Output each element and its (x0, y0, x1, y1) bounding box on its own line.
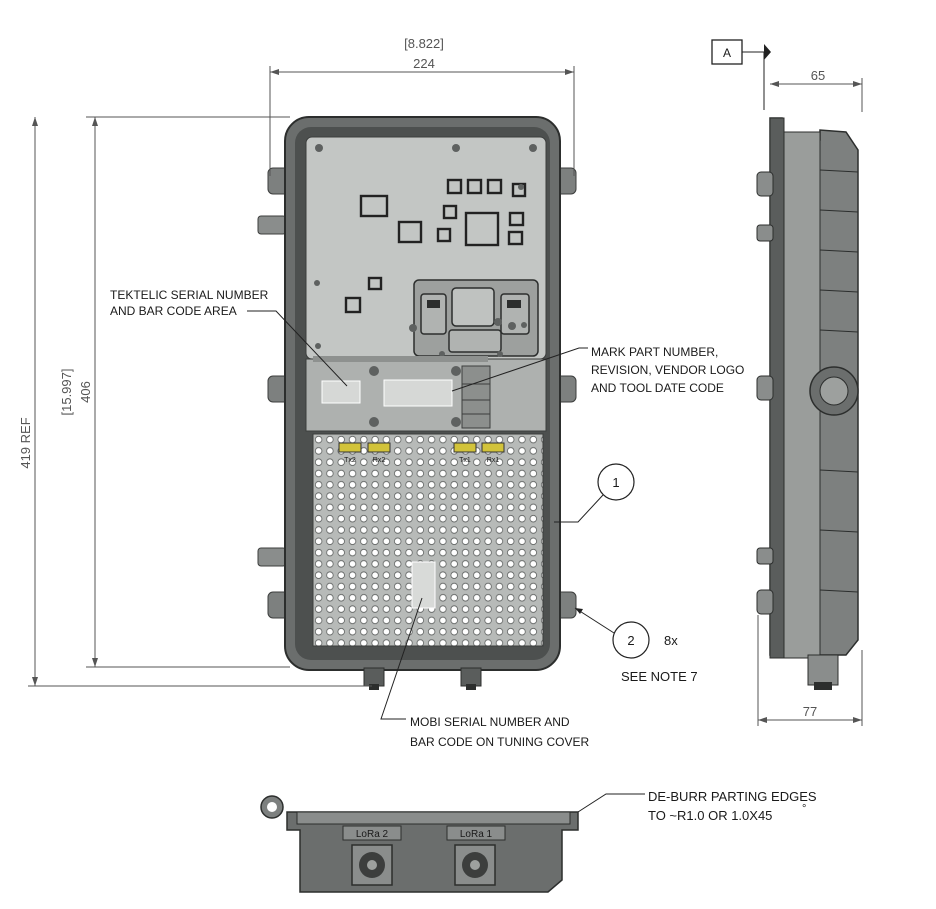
bottom-view: LoRa 2 LoRa 1 DE-BURR PARTING EDGES TO ~… (261, 789, 817, 892)
balloon-1-label: 1 (612, 475, 619, 490)
deburr-callout-line2: TO ~R1.0 OR 1.0X45 (648, 808, 772, 823)
tuning-cover (313, 434, 543, 646)
deburr-degree-symbol: ° (802, 803, 806, 815)
mark-callout-line1: MARK PART NUMBER, (591, 345, 718, 359)
mobi-callout-line1: MOBI SERIAL NUMBER AND (410, 715, 570, 729)
width-inch-label: [8.822] (404, 36, 444, 51)
width-mm-label: 224 (413, 56, 435, 71)
tx1-label: Tx1 (459, 457, 471, 464)
part-number-zone (384, 380, 452, 406)
mobi-label-zone (412, 562, 435, 608)
rx2-label: Rx2 (373, 457, 386, 464)
lora2-label: LoRa 2 (356, 829, 389, 840)
balloon-2-quantity: 8x (664, 633, 678, 648)
depth-bottom-label: 77 (803, 704, 817, 719)
side-view: A 65 (712, 40, 862, 726)
tektelic-callout-line2: AND BAR CODE AREA (110, 304, 237, 318)
lora1-connector (455, 845, 495, 885)
lora1-label: LoRa 1 (460, 829, 493, 840)
tektelic-callout-line1: TEKTELIC SERIAL NUMBER (110, 288, 269, 302)
mark-callout-line2: REVISION, VENDOR LOGO (591, 363, 744, 377)
height-mm-label: 406 (78, 381, 93, 403)
depth-top-label: 65 (811, 68, 825, 83)
mobi-callout-line2: BAR CODE ON TUNING COVER (410, 735, 589, 749)
lora2-connector (352, 845, 392, 885)
deburr-callout-line1: DE-BURR PARTING EDGES (648, 789, 817, 804)
height-ref-label: 419 REF (18, 417, 33, 468)
balloon-2-label: 2 (627, 633, 634, 648)
datum-label: A (723, 46, 731, 60)
mark-callout-line3: AND TOOL DATE CODE (591, 381, 724, 395)
tx2-label: Tx2 (344, 457, 356, 464)
rx1-label: Rx1 (487, 457, 500, 464)
height-inch-label: [15.997] (59, 369, 74, 416)
front-view: Tx2 Rx2 Tx1 Rx1 (258, 117, 576, 690)
tektelic-label-zone (322, 381, 360, 403)
see-note-label: SEE NOTE 7 (621, 669, 698, 684)
